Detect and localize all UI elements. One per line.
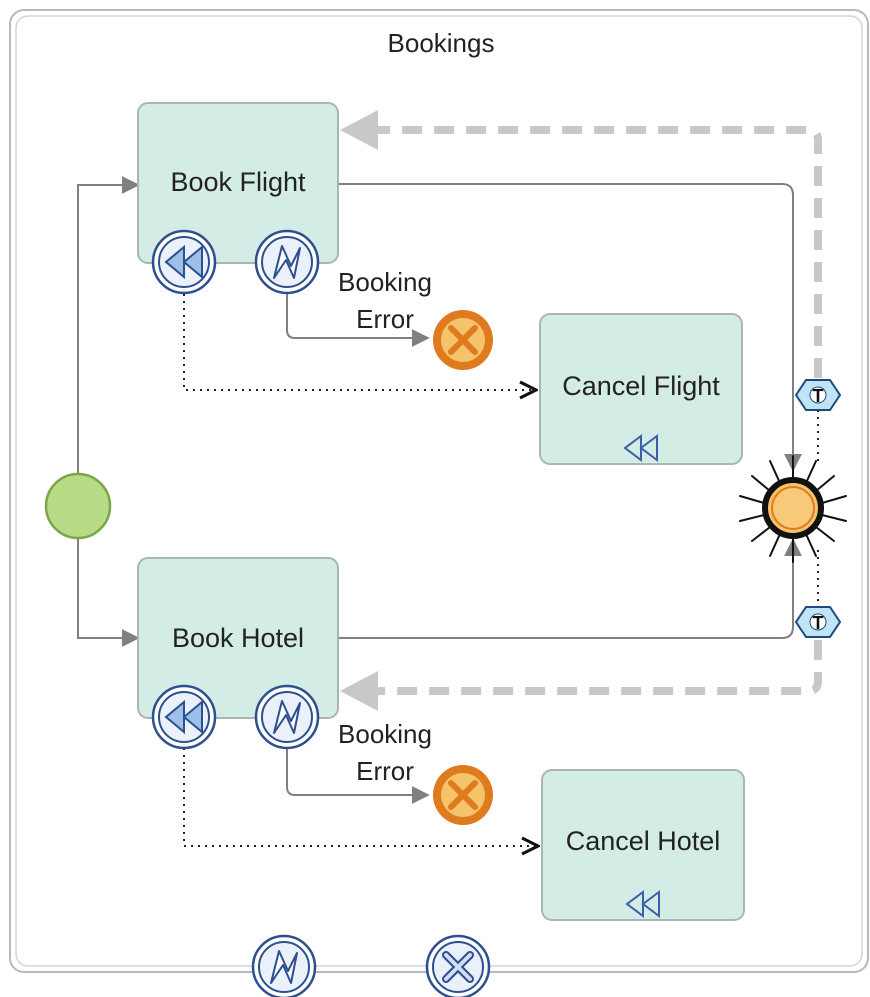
x-circle-icon: [442, 951, 474, 983]
compensation-boundary-event-hotel[interactable]: [151, 684, 217, 750]
flow-start-to-book-flight[interactable]: [77, 176, 140, 475]
svg-text:Booking: Booking: [338, 719, 432, 749]
timer-badge-letter: T: [813, 613, 824, 633]
subprocess-title: Bookings: [388, 28, 495, 58]
flow-flight-error-to-end[interactable]: [286, 294, 430, 347]
task-label: Cancel Hotel: [566, 826, 721, 856]
svg-text:Error: Error: [356, 756, 414, 786]
task-cancel-flight[interactable]: Cancel Flight: [539, 313, 743, 465]
lightning-icon: [273, 700, 301, 734]
task-book-hotel[interactable]: Book Hotel: [137, 557, 339, 719]
svg-text:Error: Error: [356, 304, 414, 334]
error-boundary-event-flight[interactable]: [254, 229, 320, 295]
intermediate-event-burst[interactable]: [739, 455, 847, 563]
flow-start-to-book-hotel[interactable]: [77, 538, 140, 647]
flow-hotel-error-to-end[interactable]: [286, 748, 430, 804]
timer-badge-bottom[interactable]: T: [794, 606, 842, 638]
compensation-associations: [183, 294, 819, 846]
timer-hexagon-icon: [809, 386, 827, 404]
error-boundary-event-subprocess[interactable]: [251, 934, 317, 997]
x-icon: [448, 325, 478, 355]
rewind-icon: [164, 244, 203, 280]
timer-badge-letter: T: [813, 386, 824, 406]
sequence-flows: [77, 176, 802, 804]
flight-error-label: Booking Error: [338, 267, 432, 334]
x-icon: [448, 780, 478, 810]
rewind-icon: [164, 699, 203, 735]
flow-book-flight-to-event[interactable]: [338, 183, 802, 472]
loop-back-flows: [340, 110, 822, 711]
timer-badge-top[interactable]: T: [794, 379, 842, 411]
task-label: Book Hotel: [172, 623, 304, 653]
error-end-event-hotel[interactable]: [433, 765, 493, 825]
lightning-icon: [270, 950, 298, 984]
task-label: Cancel Flight: [562, 371, 720, 401]
loop-back-to-book-flight[interactable]: [372, 126, 822, 378]
compensation-marker-icon: [623, 434, 658, 462]
compensation-marker-icon: [625, 890, 660, 918]
loop-arrowhead-hotel: [340, 671, 378, 711]
flow-book-hotel-to-event[interactable]: [338, 538, 802, 639]
task-cancel-hotel[interactable]: Cancel Hotel: [541, 769, 745, 921]
start-event[interactable]: [44, 472, 112, 540]
error-end-event-flight[interactable]: [433, 310, 493, 370]
cancel-boundary-event-subprocess[interactable]: [425, 934, 491, 997]
association-flight-compensation[interactable]: [183, 294, 536, 390]
task-label: Book Flight: [170, 167, 306, 197]
association-hotel-compensation[interactable]: [183, 748, 538, 846]
burst-rays-icon: [739, 455, 847, 563]
compensation-boundary-event-flight[interactable]: [151, 229, 217, 295]
error-boundary-event-hotel[interactable]: [254, 684, 320, 750]
task-book-flight[interactable]: Book Flight: [137, 102, 339, 264]
lightning-icon: [273, 245, 301, 279]
loop-arrowhead-flight: [340, 110, 378, 150]
hotel-error-label: Booking Error: [338, 719, 432, 786]
svg-text:Booking: Booking: [338, 267, 432, 297]
timer-hexagon-icon: [809, 613, 827, 631]
loop-back-to-book-hotel[interactable]: [372, 640, 822, 695]
